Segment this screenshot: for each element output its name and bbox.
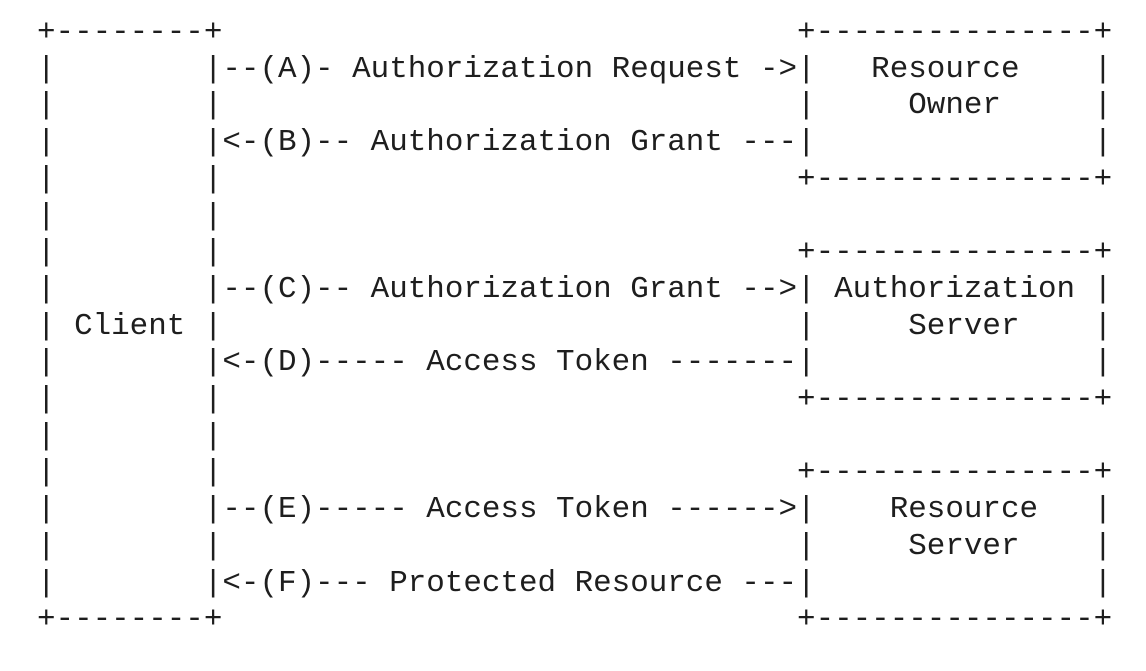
ascii-flow-diagram: +--------+ +---------------+ | |--(A)- A… — [37, 15, 1113, 638]
